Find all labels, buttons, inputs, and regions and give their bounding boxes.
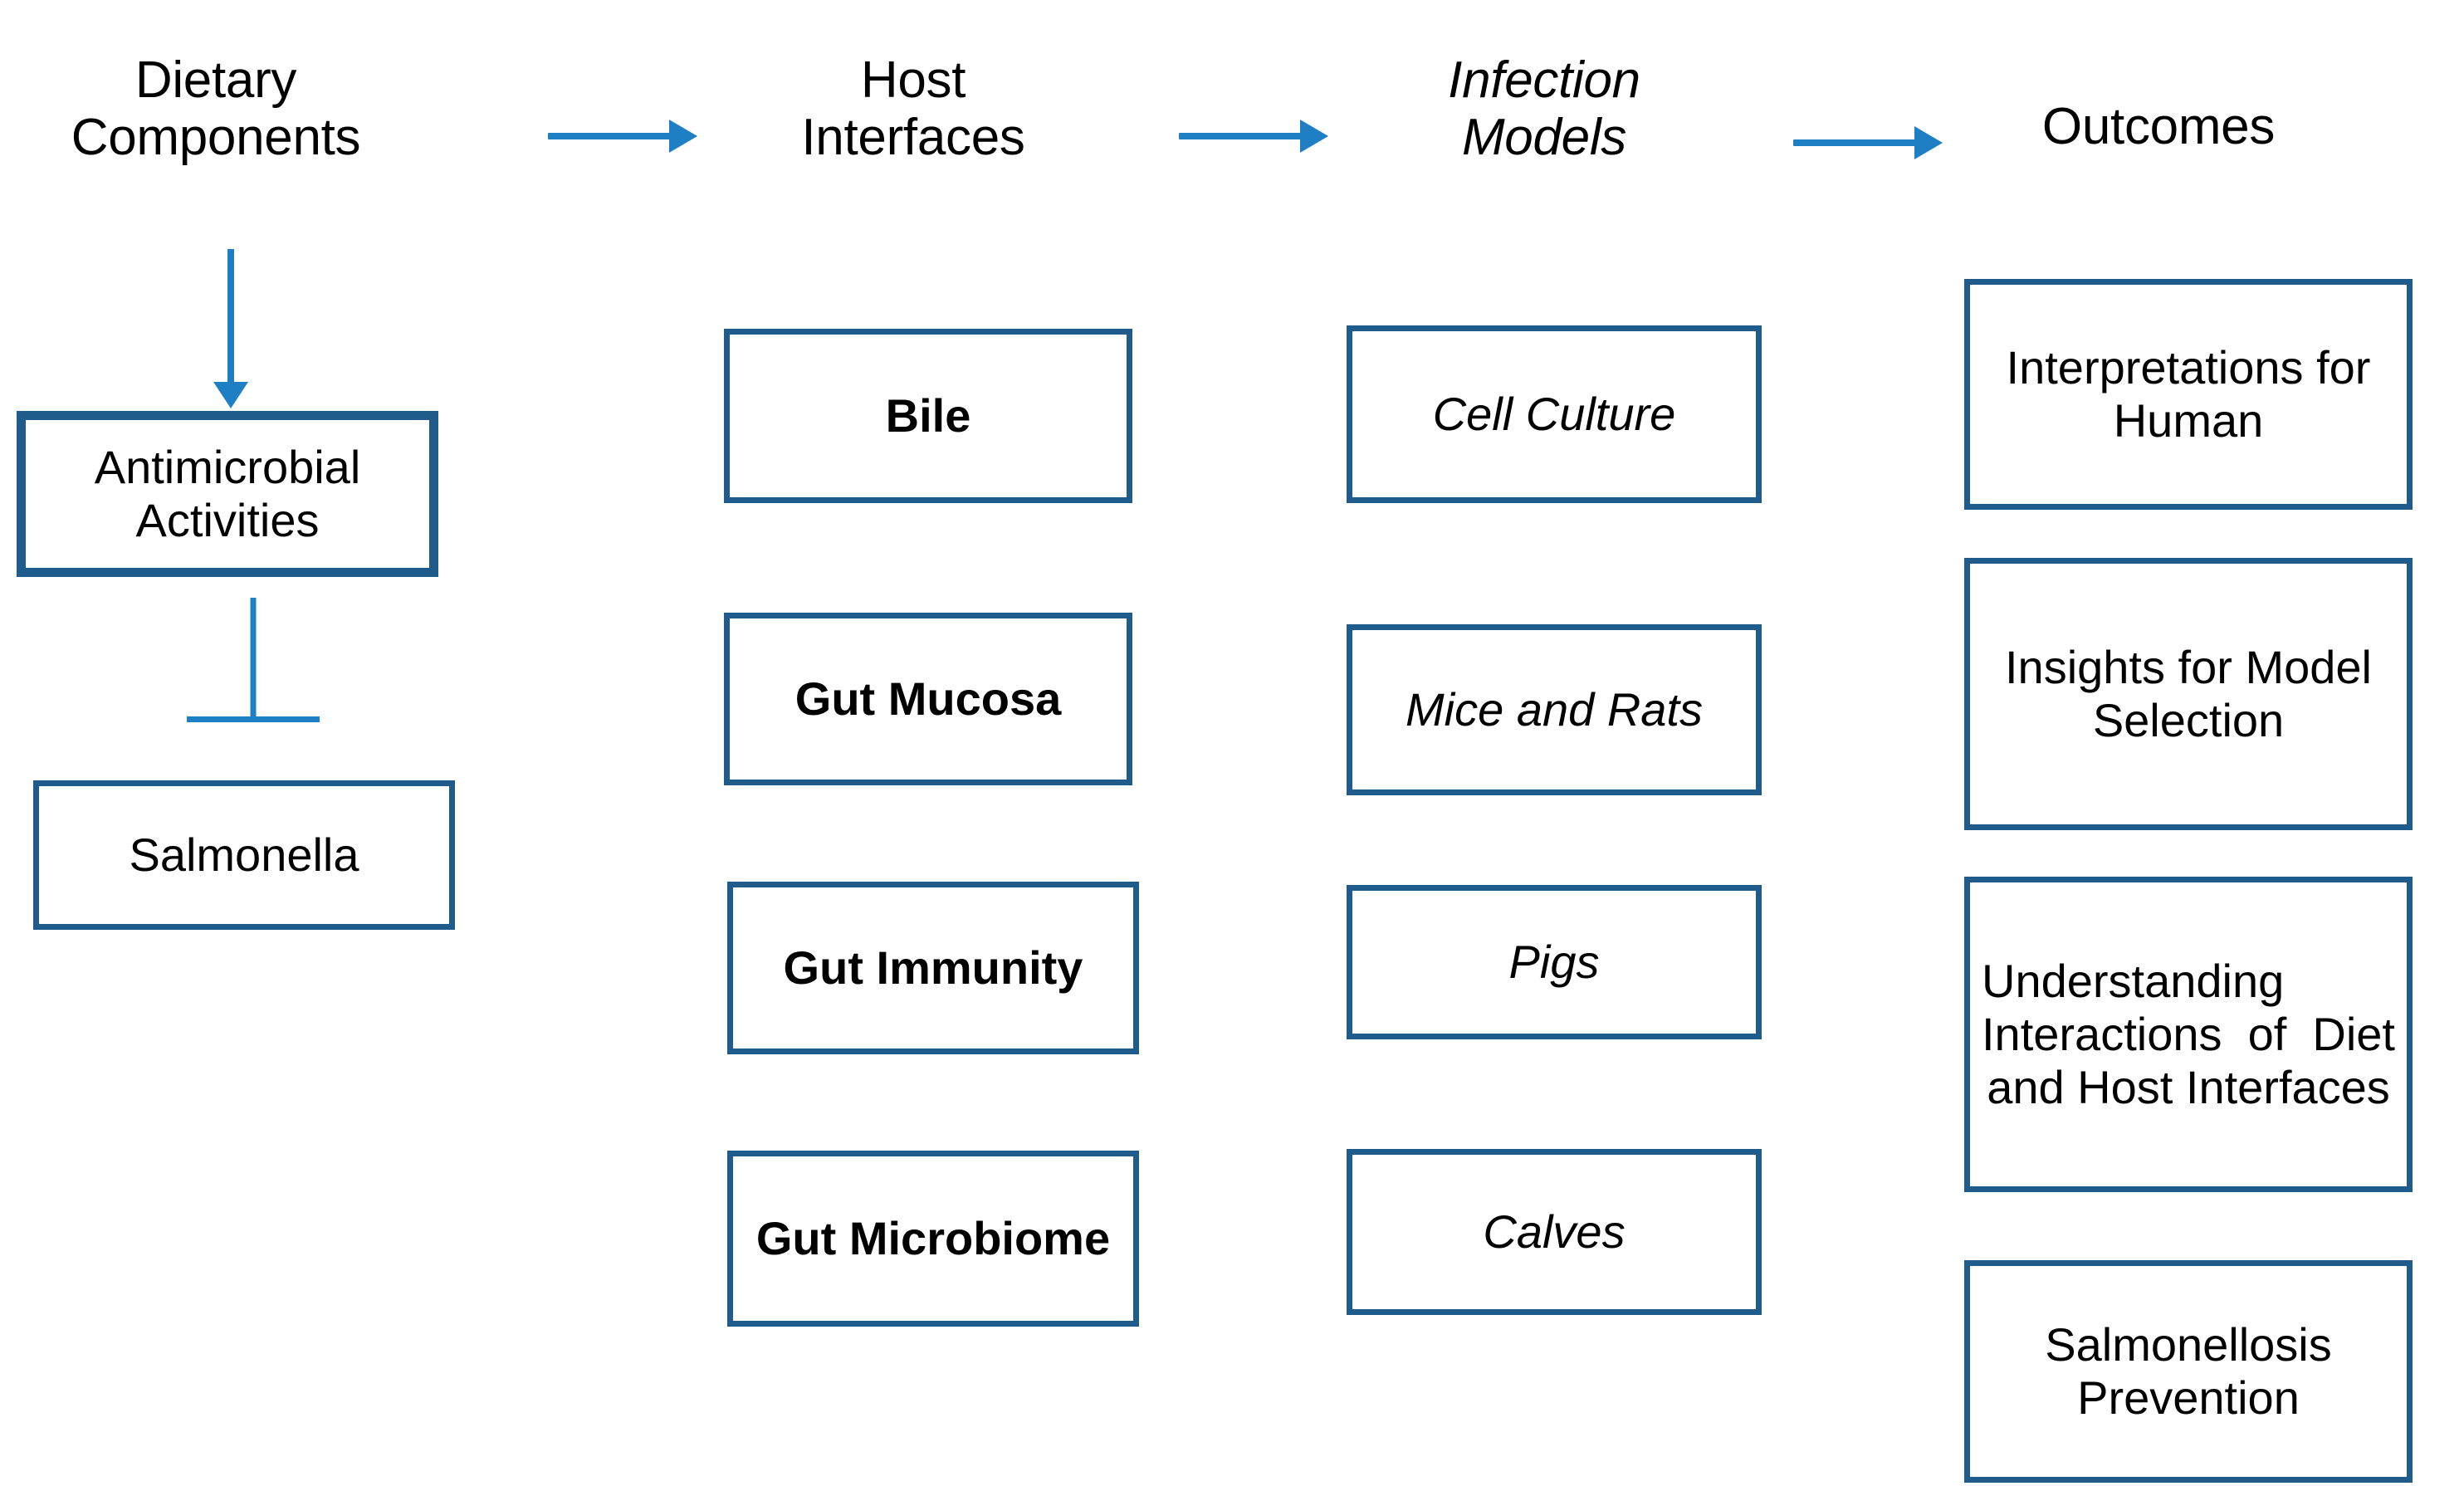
node-label: Gut Mucosa bbox=[794, 672, 1062, 726]
node-label: Gut Microbiome bbox=[755, 1212, 1111, 1265]
node-pigs: Pigs bbox=[1347, 885, 1762, 1039]
node-gut-microbiome: Gut Microbiome bbox=[727, 1151, 1139, 1327]
node-label: Mice and Rats bbox=[1406, 683, 1703, 736]
node-label: Antimicrobial Activities bbox=[94, 441, 361, 546]
node-insights-for-model-selection: Insights for Model Selection bbox=[1964, 558, 2413, 830]
inhibition-antimicrobial-to-salmonella bbox=[187, 598, 320, 722]
arrow-head bbox=[1300, 120, 1328, 153]
node-label: Interpretations for Human bbox=[2006, 341, 2371, 447]
arrow-shaft bbox=[1179, 133, 1303, 139]
node-label: Understanding Interactions of Diet and H… bbox=[1982, 955, 2395, 1113]
node-label: Salmonella bbox=[129, 829, 359, 882]
header-line-1: Host bbox=[860, 51, 966, 109]
column-header-outcomes: Outcomes bbox=[1959, 98, 2358, 155]
arrow-shaft bbox=[1793, 139, 1918, 146]
inhibition-stem bbox=[250, 598, 257, 719]
node-antimicrobial-activities: Antimicrobial Activities bbox=[17, 411, 438, 577]
node-interpretations-for-human: Interpretations for Human bbox=[1964, 279, 2413, 510]
header-line-1: Infection bbox=[1448, 51, 1640, 109]
column-header-dietary-components: Dietary Components bbox=[17, 51, 415, 167]
column-header-host-interfaces: Host Interfaces bbox=[714, 51, 1112, 167]
node-label: Pigs bbox=[1508, 936, 1600, 989]
node-label: Cell Culture bbox=[1432, 388, 1676, 441]
arrow-head bbox=[213, 382, 248, 408]
arrow-head bbox=[669, 120, 697, 153]
header-line-2: Components bbox=[71, 109, 361, 167]
header-line-2: Models bbox=[1461, 109, 1627, 167]
node-cell-culture: Cell Culture bbox=[1347, 325, 1762, 503]
node-mice-and-rats: Mice and Rats bbox=[1347, 624, 1762, 795]
node-label: Bile bbox=[885, 389, 971, 442]
header-line-2: Interfaces bbox=[801, 109, 1025, 167]
header-line-1: Outcomes bbox=[2041, 98, 2276, 155]
arrow-shaft bbox=[548, 133, 672, 139]
inhibition-bar bbox=[187, 716, 320, 722]
arrow-shaft bbox=[227, 249, 234, 389]
header-line-1: Dietary bbox=[134, 51, 297, 109]
node-salmonella: Salmonella bbox=[33, 780, 455, 930]
node-salmonellosis-prevention: Salmonellosis Prevention bbox=[1964, 1260, 2413, 1483]
node-gut-immunity: Gut Immunity bbox=[727, 882, 1139, 1054]
column-header-infection-models: Infection Models bbox=[1345, 51, 1743, 167]
node-understanding-interactions: Understanding Interactions of Diet and H… bbox=[1964, 877, 2413, 1192]
node-gut-mucosa: Gut Mucosa bbox=[724, 613, 1132, 785]
node-label: Calves bbox=[1483, 1205, 1626, 1259]
node-label: Gut Immunity bbox=[783, 941, 1083, 995]
node-label: Salmonellosis Prevention bbox=[2045, 1318, 2332, 1424]
node-label: Insights for Model Selection bbox=[2005, 641, 2372, 746]
node-calves: Calves bbox=[1347, 1149, 1762, 1315]
arrow-head bbox=[1914, 126, 1943, 159]
node-bile: Bile bbox=[724, 329, 1132, 503]
